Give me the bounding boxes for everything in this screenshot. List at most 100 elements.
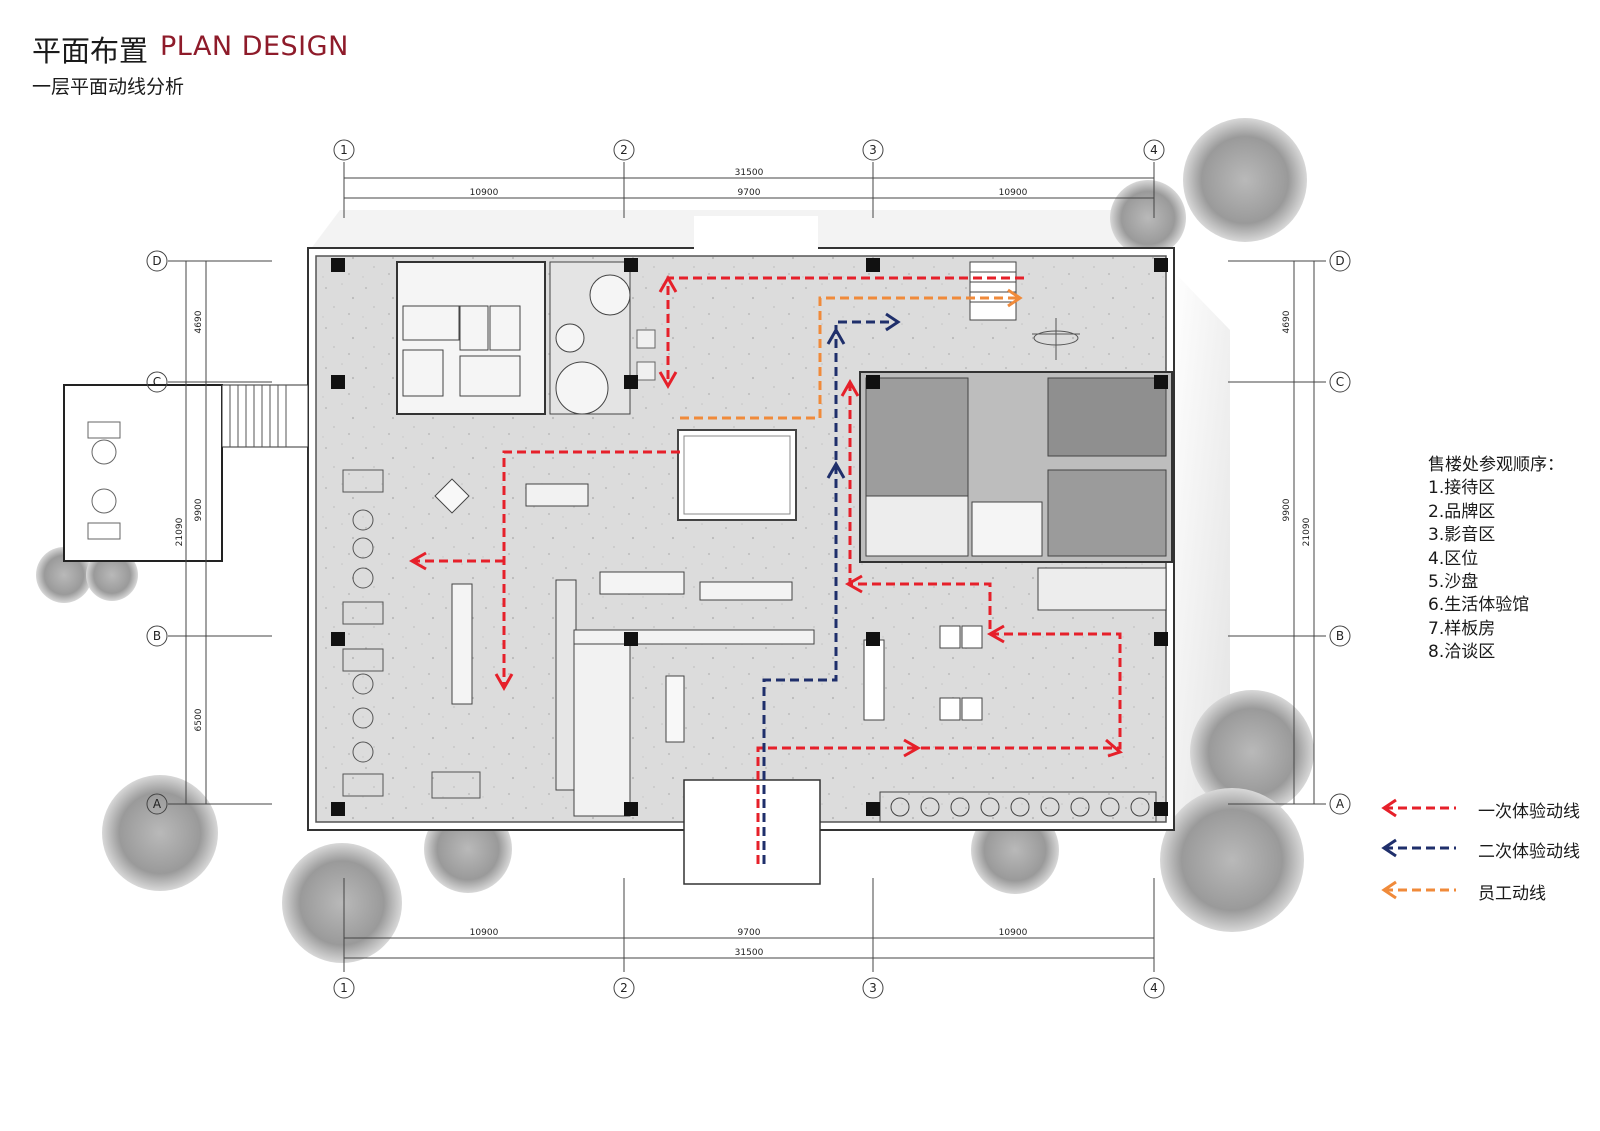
vertical-dimensions: 4690 9900 6500 21090 4690 9900 21090 (175, 310, 1312, 731)
grid-label-row: B (1336, 629, 1344, 643)
route-arrowheads (408, 274, 1123, 758)
tree-icon (1110, 180, 1186, 256)
restroom-stalls (402, 305, 521, 397)
visit-sequence-item: 1.接待区 (1428, 478, 1496, 499)
dimension-segment: 4690 (194, 310, 204, 333)
arrowhead-icon (1105, 738, 1123, 758)
grid-label-row: B (153, 629, 161, 643)
dimension-segment: 9900 (1282, 498, 1292, 521)
dimension-segment: 10900 (470, 928, 499, 938)
tree-icon (1160, 788, 1304, 932)
dimension-segment: 10900 (470, 188, 499, 198)
grid-label-row: C (1336, 375, 1344, 389)
visit-sequence-item: 5.沙盘 (1428, 572, 1479, 593)
row-grid (146, 250, 1351, 815)
deck-furniture (87, 421, 121, 540)
dimension-segment: 10900 (999, 928, 1028, 938)
dining-set (431, 771, 481, 799)
legend-label-staff: 员工动线 (1478, 884, 1546, 904)
visit-sequence-item: 6.生活体验馆 (1428, 595, 1530, 616)
row-grid-labels: D C B A D C B A (152, 254, 1345, 811)
primary-route (502, 450, 680, 686)
grid-label-column: 3 (869, 981, 877, 995)
tree-icon (1183, 118, 1307, 242)
show-flat-room-2 (865, 495, 969, 557)
grid-label-row: D (152, 254, 161, 268)
arrowhead-icon (840, 378, 860, 397)
reception-counter (525, 483, 589, 507)
dimension-segment: 9900 (194, 498, 204, 521)
ceiling-fan-blade (1033, 330, 1079, 346)
restroom-block (396, 261, 546, 415)
arrowhead-icon (826, 326, 846, 345)
arrowhead-icon (1381, 798, 1397, 818)
page-title: 平面布置 (32, 34, 149, 68)
outdoor-deck (63, 384, 223, 562)
sculpture-area (549, 261, 656, 415)
grid-label-column: 1 (340, 143, 348, 157)
show-flat-room-4 (1047, 469, 1167, 557)
arrowhead-icon (408, 551, 427, 571)
staff-route (680, 296, 1018, 420)
primary-route (756, 746, 904, 864)
dimension-segment: 9700 (738, 928, 761, 938)
grid-label-column: 2 (620, 143, 628, 157)
grid-label-column: 4 (1150, 143, 1158, 157)
dimension-segment: 6500 (194, 708, 204, 731)
building-shadow (1172, 270, 1230, 840)
dimension-total: 21090 (175, 517, 185, 546)
visit-sequence-item: 7.样板房 (1428, 618, 1496, 639)
arrowhead-icon (1381, 880, 1397, 900)
visit-sequence-item: 2.品牌区 (1428, 501, 1496, 522)
legend-label-secondary: 二次体验动线 (1478, 842, 1580, 862)
visit-sequence-item: 8.洽谈区 (1428, 642, 1496, 663)
column-grid-labels: 1 2 3 4 1 2 3 4 (340, 143, 1158, 995)
visit-sequence-item: 4.区位 (1428, 548, 1479, 569)
dimension-total: 21090 (1302, 517, 1312, 546)
bar-counter (451, 583, 473, 705)
arrowhead-icon (658, 274, 678, 293)
column-grid (333, 139, 1165, 999)
grid-label-row: A (153, 797, 162, 811)
horizontal-dimensions: 31500 10900 9700 10900 10900 9700 10900 … (470, 168, 1028, 958)
structural-columns (331, 258, 1168, 816)
legend-label-primary: 一次体验动线 (1478, 802, 1580, 822)
display-stand (434, 478, 470, 514)
grid-label-column: 1 (340, 981, 348, 995)
page-subtitle: 一层平面动线分析 (32, 76, 185, 98)
dimension-total: 31500 (735, 168, 764, 178)
legend-arrowheads (1381, 798, 1397, 900)
left-lounge (342, 469, 384, 797)
tree-icon (282, 843, 402, 963)
entrance-porch (683, 779, 821, 885)
visit-sequence: 售楼处参观顺序： 1.接待区 2.品牌区 3.影音区 4.区位 5.沙盘 6.生… (1428, 454, 1564, 665)
grid-label-row: A (1336, 797, 1345, 811)
dimension-total: 31500 (735, 948, 764, 958)
visit-sequence-heading: 售楼处参观顺序： (1428, 455, 1564, 475)
arrowhead-icon (1007, 288, 1023, 308)
sandbox-inner (683, 435, 791, 515)
secondary-route (762, 320, 894, 864)
show-flat-room-1 (865, 377, 969, 497)
grid-label-column: 4 (1150, 981, 1158, 995)
arrowhead-icon (986, 624, 1005, 644)
dimension-segment: 10900 (999, 188, 1028, 198)
arrowhead-icon (826, 460, 846, 479)
storage-room (1037, 567, 1167, 611)
tree-icon (1190, 690, 1314, 814)
visit-sequence-item: 3.影音区 (1428, 525, 1496, 546)
legend-swatches (1384, 806, 1456, 892)
deck-stairs (221, 384, 309, 448)
arrowhead-icon (1381, 838, 1397, 858)
show-flat-room-3 (1047, 377, 1167, 457)
dimension-segment: 9700 (738, 188, 761, 198)
grid-label-column: 3 (869, 143, 877, 157)
grid-label-column: 2 (620, 981, 628, 995)
grid-label-row: C (153, 375, 161, 389)
grid-label-row: D (1335, 254, 1344, 268)
page-title-en: PLAN DESIGN (160, 31, 349, 62)
top-opening (694, 216, 818, 250)
arrowhead-icon (658, 371, 678, 390)
arrowhead-icon (885, 312, 901, 332)
